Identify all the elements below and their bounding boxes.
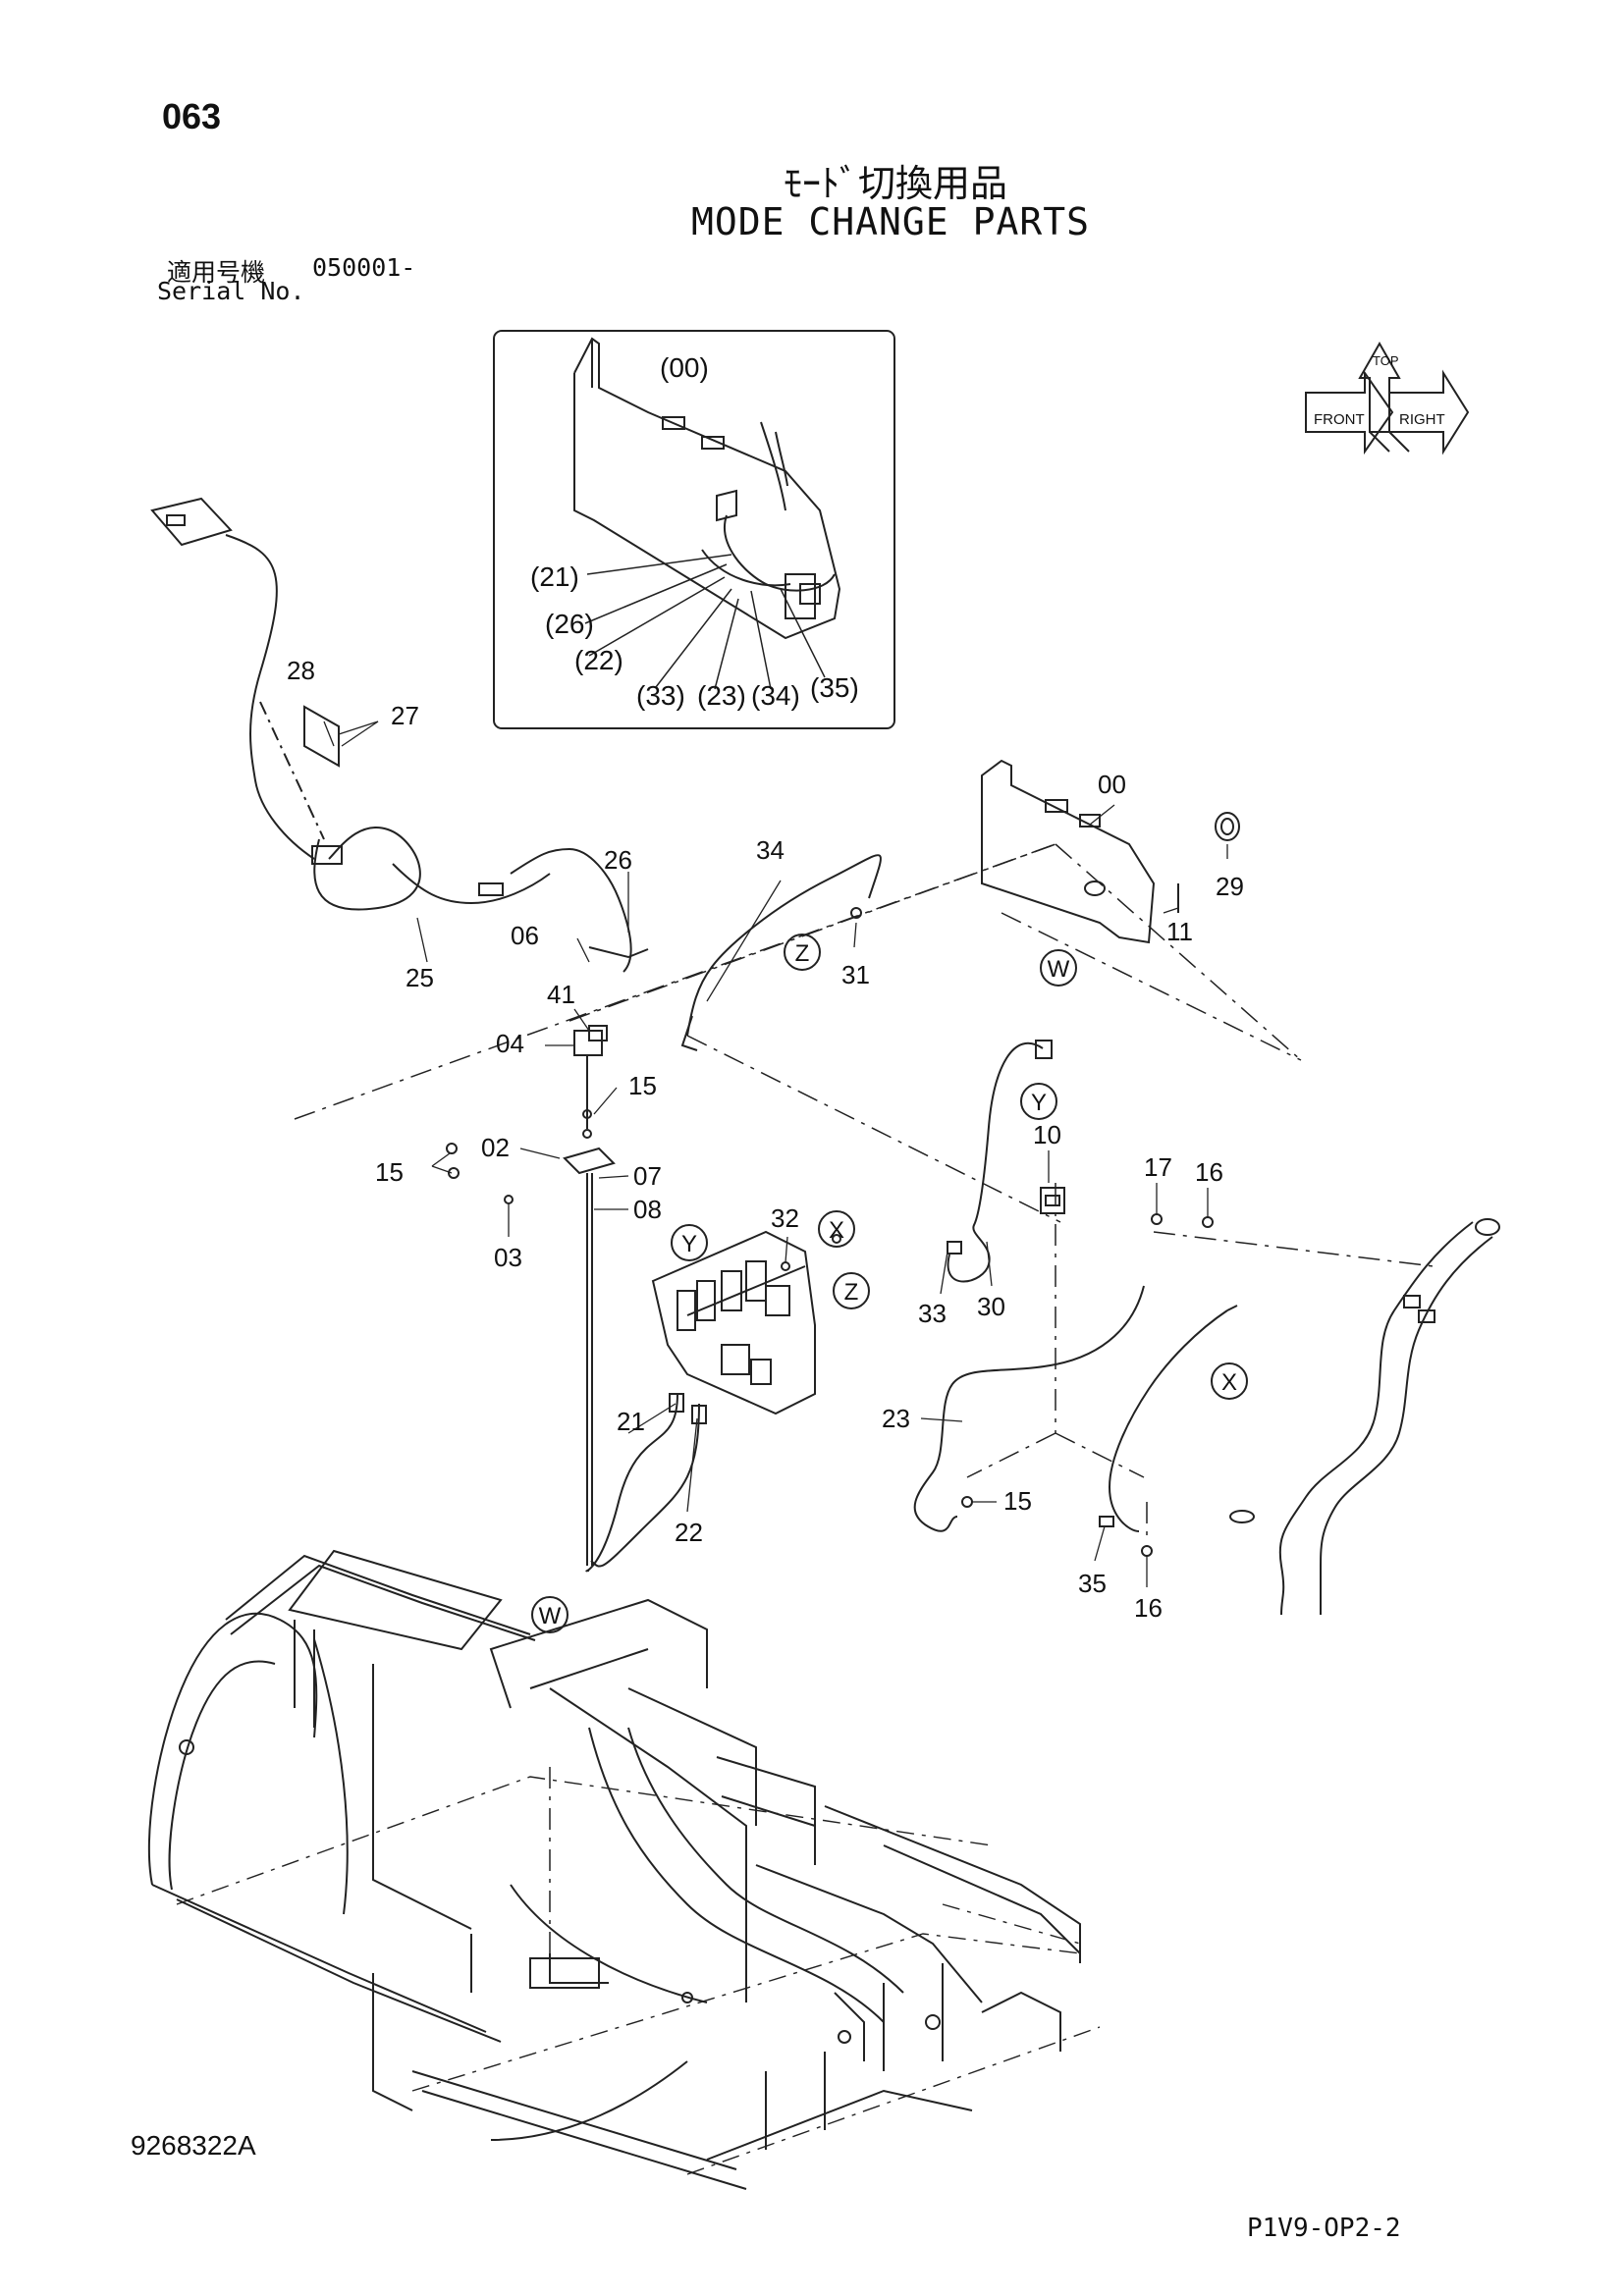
control-valve-drawing: [585, 1230, 841, 1573]
callout-34: 34: [756, 835, 785, 865]
marker-w-lower: W: [539, 1603, 562, 1629]
callout-04: 04: [496, 1029, 524, 1058]
callout-30: 30: [977, 1292, 1005, 1321]
callout-21: 21: [617, 1407, 645, 1436]
callout-28: 28: [287, 656, 315, 685]
inset-label-21: (21): [530, 561, 579, 592]
callout-06: 06: [511, 921, 539, 950]
callout-27: 27: [391, 701, 419, 730]
compass-label-front: FRONT: [1314, 411, 1365, 428]
callout-31: 31: [841, 960, 870, 989]
compass-label-right: RIGHT: [1399, 411, 1445, 428]
compass-label-top: TOP: [1373, 353, 1399, 368]
machine-frame-drawing: [147, 1549, 1081, 2190]
callout-33: 33: [918, 1299, 947, 1328]
inset-leader-lines: [584, 554, 826, 690]
callout-16-lower: 16: [1134, 1593, 1163, 1623]
callout-25: 25: [406, 963, 434, 992]
callout-26: 26: [604, 845, 632, 875]
page-code: P1V9-OP2-2: [1247, 2214, 1401, 2243]
callout-00: 00: [1098, 770, 1126, 799]
callout-03: 03: [494, 1243, 522, 1272]
inset-label-35: (35): [810, 672, 859, 703]
inset-bracket-drawing: [573, 337, 841, 640]
serial-number-value: 050001-: [312, 253, 416, 282]
callout-32: 32: [771, 1203, 799, 1233]
inset-label-26: (26): [545, 609, 594, 639]
callout-07: 07: [633, 1161, 662, 1191]
callout-16-upper: 16: [1195, 1157, 1223, 1187]
inset-label-22: (22): [574, 645, 623, 675]
hose-23-35-drawing: [913, 1285, 1238, 1557]
switch-04-assembly: [446, 1025, 616, 1566]
callout-15-lower: 15: [1003, 1486, 1032, 1516]
callout-29: 29: [1216, 872, 1244, 901]
callout-15-upper: 15: [628, 1071, 657, 1100]
serial-label-japanese: 適用号機: [167, 258, 266, 287]
orientation-compass-icon: [1305, 341, 1470, 455]
pipe-assembly-drawing: [1229, 1218, 1500, 1616]
callout-leader-lines: [323, 721, 1228, 1587]
callout-10: 10: [1033, 1120, 1061, 1149]
inset-label-00: (00): [660, 352, 709, 383]
callout-35: 35: [1078, 1569, 1107, 1598]
callout-23: 23: [882, 1404, 910, 1433]
marker-w-upper: W: [1048, 956, 1070, 983]
marker-z-upper: Z: [795, 940, 810, 967]
hose-33-solenoid-10: [947, 1040, 1214, 1283]
marker-y-valve: Y: [681, 1231, 697, 1257]
serial-label: Serial No.: [157, 277, 305, 305]
callout-02: 02: [481, 1133, 510, 1162]
inset-label-34: (34): [751, 680, 800, 711]
connection-markers: [531, 934, 1248, 1633]
callout-15-left: 15: [375, 1157, 404, 1187]
page-title: MODE CHANGE PARTS: [691, 200, 1090, 243]
callout-11: 11: [1166, 917, 1193, 946]
callout-numbers: 28 27 26 25 34 31 00 29 11 06 41 04 15 1…: [287, 656, 1244, 1623]
inset-label-33: (33): [636, 680, 685, 711]
callout-41: 41: [547, 980, 575, 1009]
inset-label-23: (23): [697, 680, 746, 711]
marker-x-valve: X: [829, 1217, 844, 1244]
marker-y-right: Y: [1031, 1090, 1047, 1116]
callout-17: 17: [1144, 1152, 1172, 1182]
callout-08: 08: [633, 1195, 662, 1224]
document-number: 9268322A: [131, 2130, 256, 2161]
frame-hidden-lines: [176, 1776, 1101, 2175]
inset-detail-frame: [493, 330, 895, 729]
page-number: 063: [162, 96, 222, 136]
hose-34-drawing: [680, 854, 882, 1051]
switch-panel-harness: [150, 497, 649, 973]
marker-z-valve: Z: [844, 1279, 859, 1306]
marker-x-right: X: [1221, 1369, 1237, 1396]
page-title-japanese: ﾓｰﾄﾞ切換用品: [783, 162, 1007, 205]
callout-22: 22: [675, 1518, 703, 1547]
assembly-lines: [294, 843, 1435, 1953]
